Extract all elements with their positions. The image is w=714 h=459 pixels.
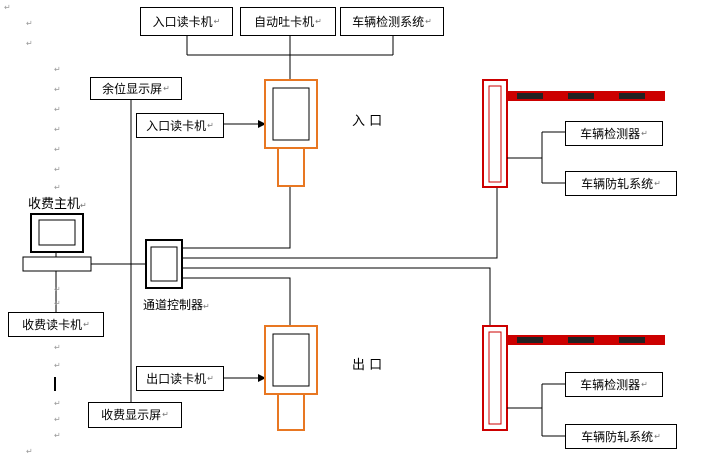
auto-dispenser-box: 自动吐卡机↵ xyxy=(240,7,336,36)
paragraph-mark: ↵ xyxy=(26,19,33,28)
exit-card-reader-icon xyxy=(264,325,318,431)
controller-lines xyxy=(182,187,498,430)
entry-reader-side-label: 入口读卡机 xyxy=(146,118,207,133)
lower-anti-crash-box: 车辆防轧系统↵ xyxy=(565,424,677,449)
paragraph-mark: ↵ xyxy=(54,125,61,134)
exit-reader-label: 出口读卡机 xyxy=(146,371,207,386)
paragraph-mark: ↵ xyxy=(54,285,61,294)
entry-reader-top-box: 入口读卡机↵ xyxy=(140,7,233,36)
space-display-label: 余位显示屏 xyxy=(102,81,163,96)
top-connectors xyxy=(186,36,394,80)
lower-gate-connectors xyxy=(507,383,565,437)
vehicle-detection-box: 车辆检测系统↵ xyxy=(340,7,444,36)
paragraph-mark: ↵ xyxy=(54,343,61,352)
paragraph-mark: ↵ xyxy=(54,183,61,192)
lane-controller-icon xyxy=(145,239,183,289)
paragraph-mark: ↵ xyxy=(54,361,61,370)
lower-anti-crash-label: 车辆防轧系统 xyxy=(581,429,654,444)
vehicle-detection-label: 车辆检测系统 xyxy=(352,14,425,29)
lower-barrier-gate xyxy=(482,325,665,431)
fee-display-label: 收费显示屏 xyxy=(101,408,162,422)
paragraph-mark: ↵ xyxy=(26,39,33,48)
upper-anti-crash-box: 车辆防轧系统↵ xyxy=(565,171,677,196)
exit-label: 出 口 xyxy=(352,358,383,373)
space-display-box: 余位显示屏↵ xyxy=(90,77,182,100)
host-computer-icon xyxy=(22,213,92,272)
host-title: 收费主机↵ xyxy=(28,197,87,212)
paragraph-mark: ↵ xyxy=(54,65,61,74)
exit-reader-box: 出口读卡机↵ xyxy=(136,366,224,391)
upper-gate-connectors xyxy=(507,131,565,184)
entry-card-reader-icon xyxy=(264,79,318,187)
lower-detector-box: 车辆检测器↵ xyxy=(565,372,663,397)
fee-reader-box: 收费读卡机↵ xyxy=(8,312,104,337)
entry-reader-top-label: 入口读卡机 xyxy=(152,14,213,29)
entry-reader-side-box: 入口读卡机↵ xyxy=(136,113,224,138)
paragraph-mark: ↵ xyxy=(54,299,61,308)
paragraph-mark: ↵ xyxy=(54,165,61,174)
paragraph-mark: ↵ xyxy=(54,85,61,94)
auto-dispenser-label: 自动吐卡机 xyxy=(254,14,315,29)
paragraph-mark: ↵ xyxy=(26,447,33,456)
upper-barrier-gate xyxy=(482,79,665,188)
entrance-label: 入 口 xyxy=(352,114,383,129)
upper-anti-crash-label: 车辆防轧系统 xyxy=(581,176,654,191)
paragraph-mark: ↵ xyxy=(54,431,61,440)
paragraph-mark: ↵ xyxy=(54,105,61,114)
upper-detector-box: 车辆检测器↵ xyxy=(565,121,663,146)
paragraph-mark: ↵ xyxy=(54,415,61,424)
lower-detector-label: 车辆检测器 xyxy=(580,377,641,392)
upper-detector-label: 车辆检测器 xyxy=(580,126,641,141)
fee-display-box: 收费显示屏↵ xyxy=(88,402,182,428)
paragraph-mark: ↵ xyxy=(54,399,61,408)
fee-reader-label: 收费读卡机 xyxy=(22,317,83,332)
paragraph-mark: ↵ xyxy=(4,3,11,12)
paragraph-mark: ↵ xyxy=(54,145,61,154)
lane-controller-label: 通道控制器↵ xyxy=(143,298,210,312)
